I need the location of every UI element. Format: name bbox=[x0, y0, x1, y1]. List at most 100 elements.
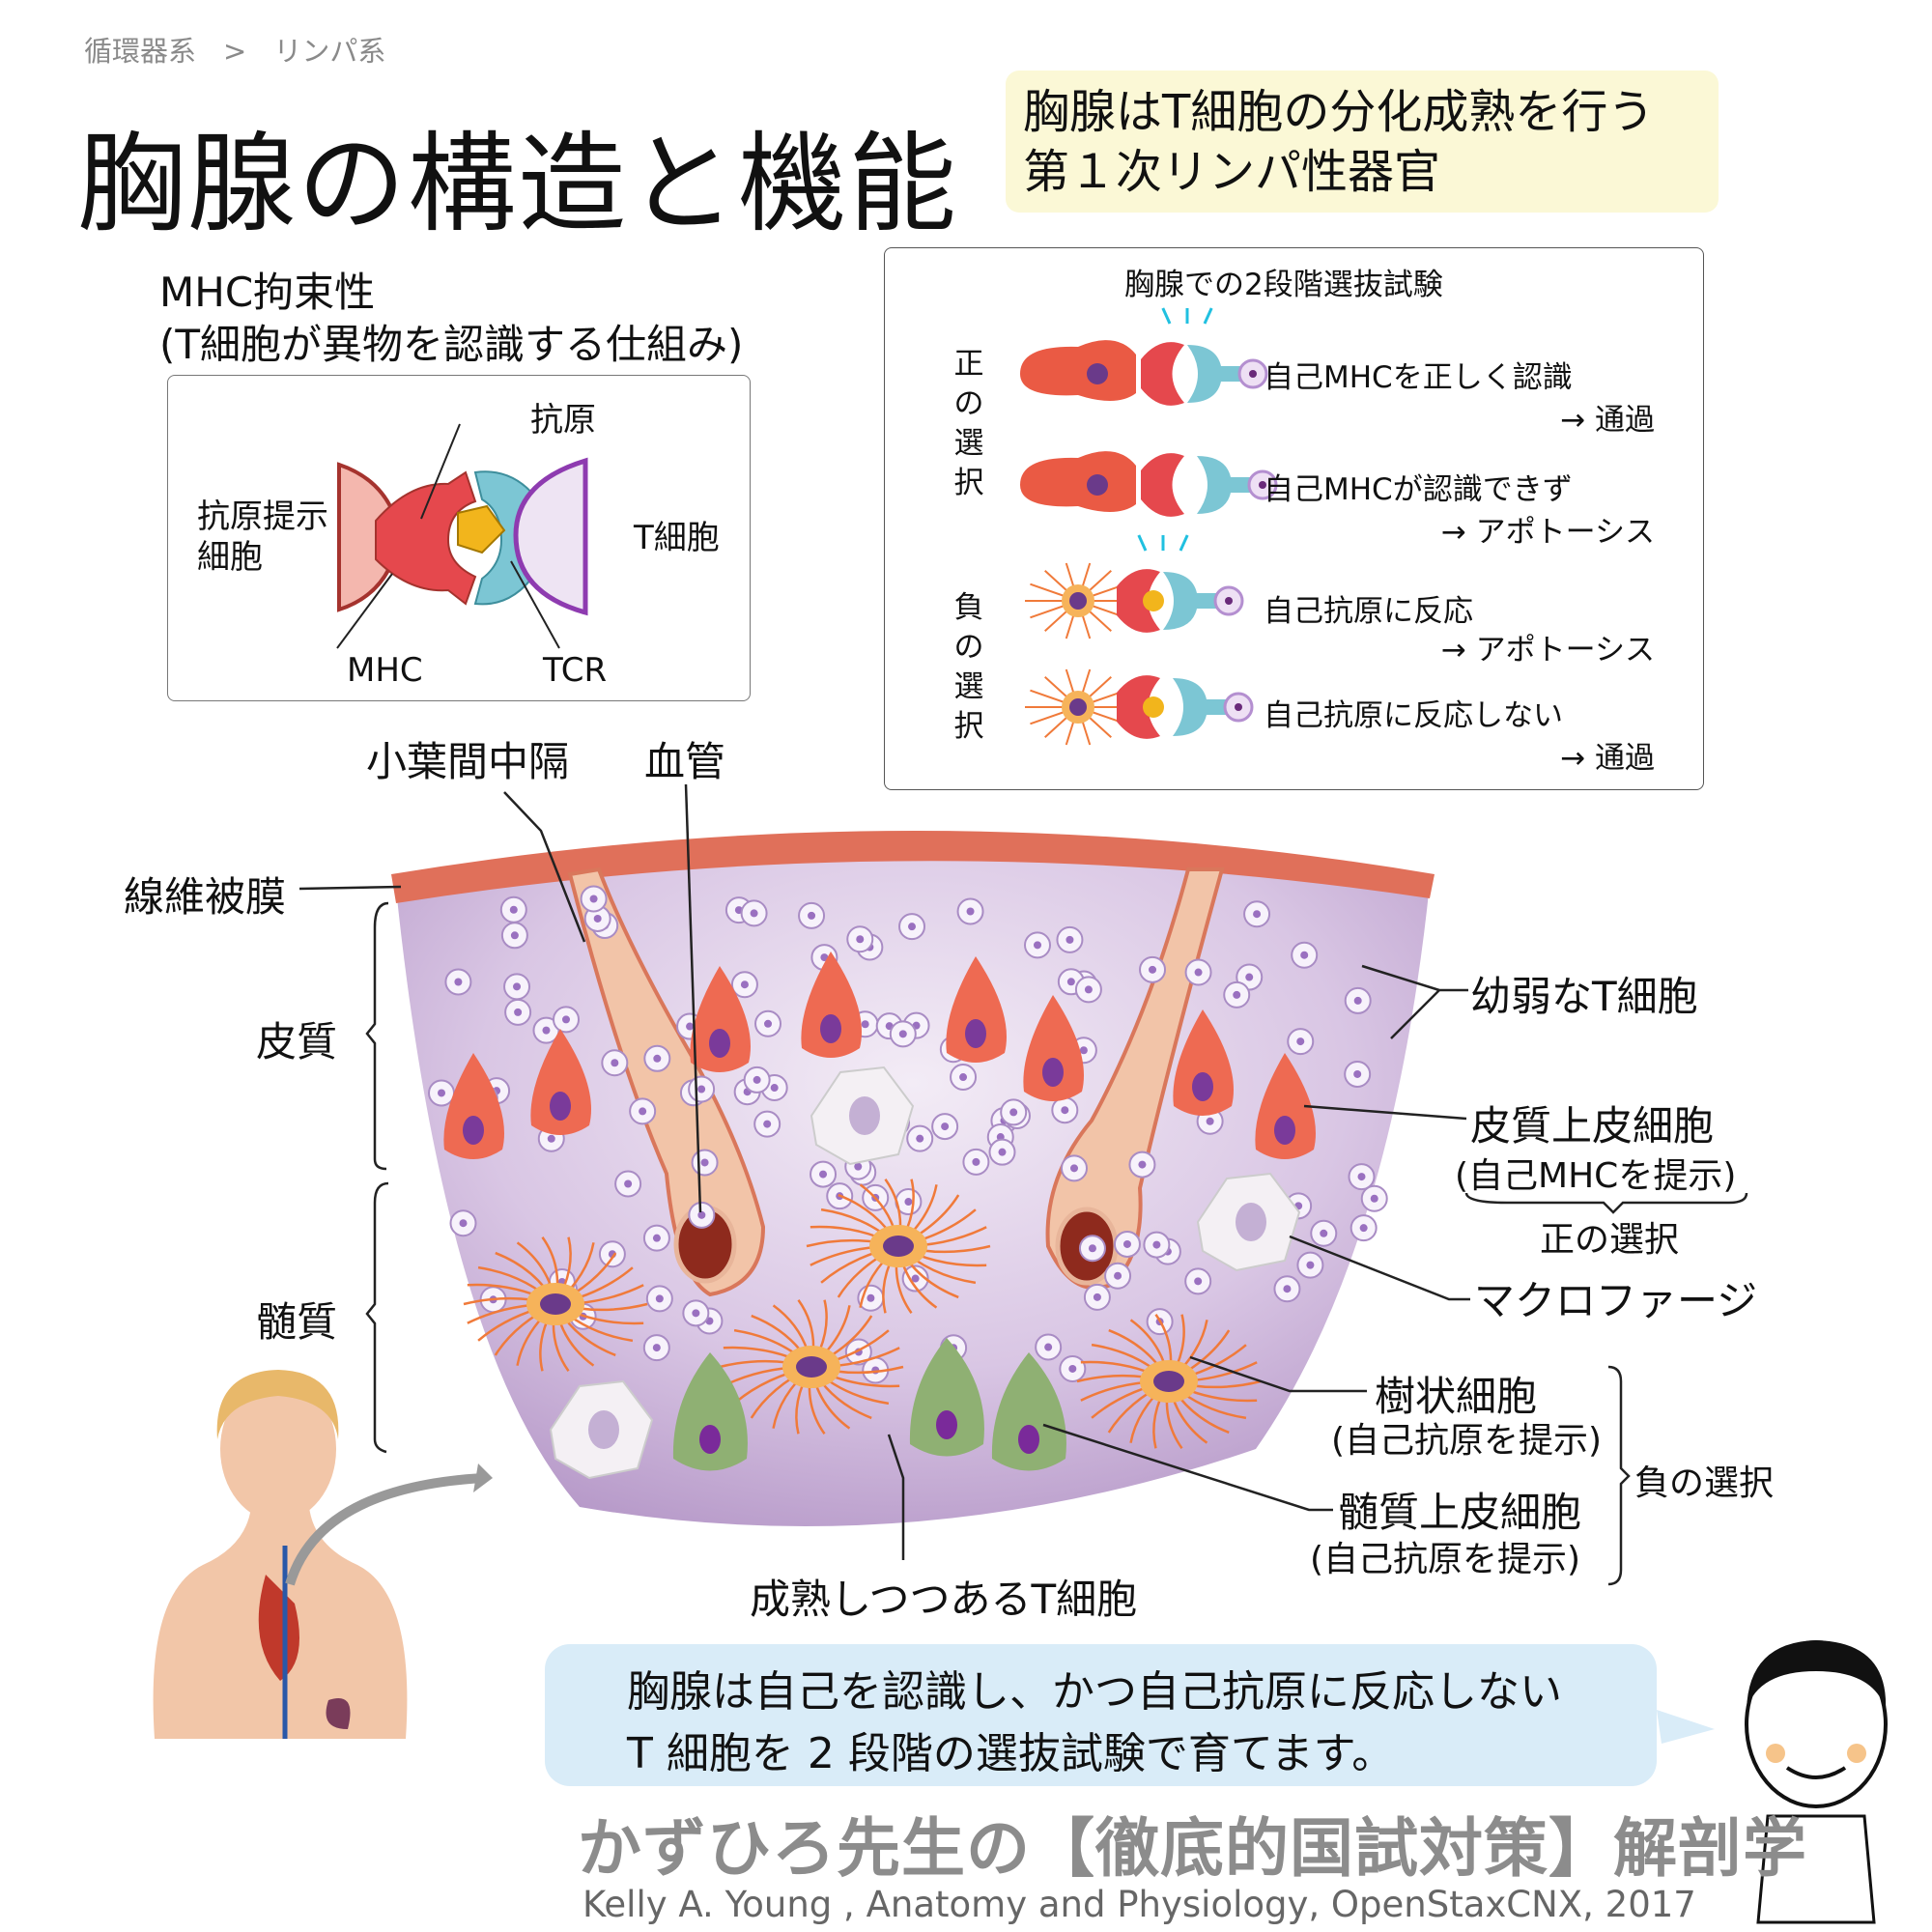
medulla-label: 髄質 bbox=[256, 1298, 338, 1346]
t-cell bbox=[950, 1064, 978, 1092]
t-cell bbox=[688, 1201, 716, 1229]
cortical-epithelial-cell bbox=[1173, 1009, 1234, 1116]
t-cell bbox=[500, 922, 528, 950]
t-cell bbox=[1350, 1214, 1378, 1242]
t-cell bbox=[1310, 1219, 1338, 1247]
breadcrumb: 循環器系 > リンパ系 bbox=[84, 29, 412, 70]
cortical-epi-label: 皮質上皮細胞 bbox=[1470, 1102, 1715, 1150]
positive-selection: 正の選択 bbox=[1540, 1220, 1680, 1260]
t-cell bbox=[1287, 1028, 1315, 1056]
selection-title: 胸腺での2段階選抜試験 bbox=[1124, 268, 1443, 302]
selection-row-result: → アポトーシス bbox=[1440, 633, 1655, 668]
t-cell bbox=[449, 1209, 477, 1237]
medullary-epithelial-cell bbox=[909, 1338, 984, 1457]
t-cell bbox=[1344, 1060, 1372, 1088]
heart-icon bbox=[258, 1575, 299, 1681]
t-cell bbox=[643, 1044, 671, 1072]
t-cell bbox=[1074, 976, 1102, 1004]
cortical-epithelial-cell bbox=[1023, 995, 1084, 1101]
t-cell bbox=[642, 1334, 670, 1362]
t-cell bbox=[1348, 1163, 1376, 1191]
dendritic-label: 樹状細胞 bbox=[1375, 1373, 1538, 1420]
t-cell bbox=[580, 885, 608, 913]
mhc-diagram bbox=[336, 423, 588, 649]
t-cell bbox=[513, 457, 588, 616]
t-cell bbox=[645, 1285, 673, 1313]
t-cell bbox=[691, 1149, 719, 1177]
cortical-epithelial-cell bbox=[443, 1053, 504, 1159]
t-cell bbox=[1291, 941, 1319, 969]
arrow-icon bbox=[473, 1463, 493, 1492]
t-cell bbox=[444, 968, 472, 996]
t-cell bbox=[642, 1224, 670, 1252]
cortical-epi-sub: (自己MHCを提示) bbox=[1455, 1156, 1737, 1196]
breadcrumb-item[interactable]: リンパ系 bbox=[273, 35, 386, 68]
t-cell bbox=[614, 1170, 642, 1198]
t-cell bbox=[743, 1065, 771, 1094]
breadcrumb-item[interactable]: 循環器系 bbox=[84, 35, 197, 68]
t-cell bbox=[1184, 1267, 1212, 1295]
selection-illustrations bbox=[1020, 307, 1278, 746]
capsule-label: 線維被膜 bbox=[124, 873, 287, 921]
t-cell bbox=[798, 901, 826, 929]
vessel-label: 血管 bbox=[644, 738, 726, 785]
selection-row-text: 自己抗原に反応 bbox=[1264, 594, 1473, 629]
selection-row-text: 自己MHCを正しく認識 bbox=[1264, 360, 1573, 395]
medullary-epithelial-cell bbox=[672, 1352, 748, 1471]
t-cell bbox=[898, 913, 926, 941]
t-cell bbox=[1059, 1354, 1087, 1382]
cortical-epithelial-cell bbox=[530, 1029, 591, 1135]
teacher-avatar bbox=[1657, 1640, 1888, 1924]
cortical-epithelial-cell bbox=[690, 966, 751, 1072]
mhc-heading-line: MHC拘束性 bbox=[159, 269, 376, 316]
summary-line: 胸腺はT細胞の分化成熟を行う bbox=[1023, 85, 1655, 139]
t-cell bbox=[1243, 900, 1271, 928]
t-cell bbox=[1035, 1333, 1063, 1361]
t-cell bbox=[1344, 986, 1372, 1014]
t-cell bbox=[956, 897, 984, 925]
t-cell bbox=[901, 1264, 929, 1293]
selection-row-text: 自己MHCが認識できず bbox=[1264, 472, 1573, 507]
t-cell bbox=[598, 1240, 626, 1268]
mhc-heading-line: (T細胞が異物を認識する仕組み) bbox=[159, 321, 744, 368]
selection-row-result: → 通過 bbox=[1560, 741, 1655, 776]
t-cell bbox=[1143, 1231, 1171, 1259]
mhc-heading: MHC拘束性 (T細胞が異物を認識する仕組み) bbox=[159, 267, 743, 371]
positive-selection-label: 正の選択 bbox=[953, 347, 984, 500]
septum-label: 小葉間中隔 bbox=[366, 738, 570, 785]
selection-row-result: → 通過 bbox=[1560, 403, 1655, 438]
t-cell bbox=[1024, 931, 1052, 959]
mhc-label: MHC bbox=[347, 651, 423, 690]
leader-line bbox=[336, 573, 393, 649]
breadcrumb-separator: > bbox=[223, 35, 247, 68]
macrophage-label: マクロファージ bbox=[1474, 1277, 1758, 1324]
maturing-t-label: 成熟しつつあるT細胞 bbox=[750, 1576, 1138, 1623]
t-cell bbox=[553, 1006, 581, 1034]
dendritic-cell bbox=[806, 1178, 991, 1315]
medullary-epi-label: 髄質上皮細胞 bbox=[1338, 1489, 1582, 1536]
citation: Kelly A. Young , Anatomy and Physiology,… bbox=[582, 1884, 1696, 1925]
medullary-epithelial-cell bbox=[991, 1352, 1066, 1471]
t-cell bbox=[754, 1009, 782, 1037]
t-cell bbox=[428, 1079, 456, 1107]
t-cell bbox=[889, 1020, 917, 1048]
interlobular-septum bbox=[567, 867, 766, 1297]
selection-panel: 胸腺での2段階選抜試験 正の選択 負の選択 自己MHCを正しく認識 → 通過 自… bbox=[884, 247, 1704, 790]
epithelial-cell-pair bbox=[1020, 307, 1268, 406]
dendritic-cell bbox=[1076, 1313, 1262, 1450]
cortical-epithelial-cell bbox=[801, 952, 862, 1058]
t-cell bbox=[1296, 1251, 1324, 1279]
t-cell bbox=[740, 899, 768, 927]
t-cell bbox=[1223, 980, 1251, 1009]
mhc-panel: 抗原 抗原提示細胞 T細胞 MHC TCR bbox=[167, 375, 751, 701]
leader-lines bbox=[298, 783, 1748, 1586]
t-cell bbox=[1273, 1275, 1301, 1303]
bubble-line: T 細胞を 2 段階の選抜試験で育てます。 bbox=[627, 1729, 1395, 1778]
t-cell bbox=[931, 1113, 959, 1141]
t-cell bbox=[688, 1075, 716, 1103]
negative-selection: 負の選択 bbox=[1634, 1463, 1775, 1503]
t-cell bbox=[1051, 1096, 1079, 1124]
speech-bubble: 胸腺は自己を認識し、かつ自己抗原に反応しない T 細胞を 2 段階の選抜試験で育… bbox=[545, 1644, 1657, 1786]
t-cell bbox=[1104, 1262, 1132, 1290]
apc-label: 抗原提示細胞 bbox=[197, 497, 328, 577]
